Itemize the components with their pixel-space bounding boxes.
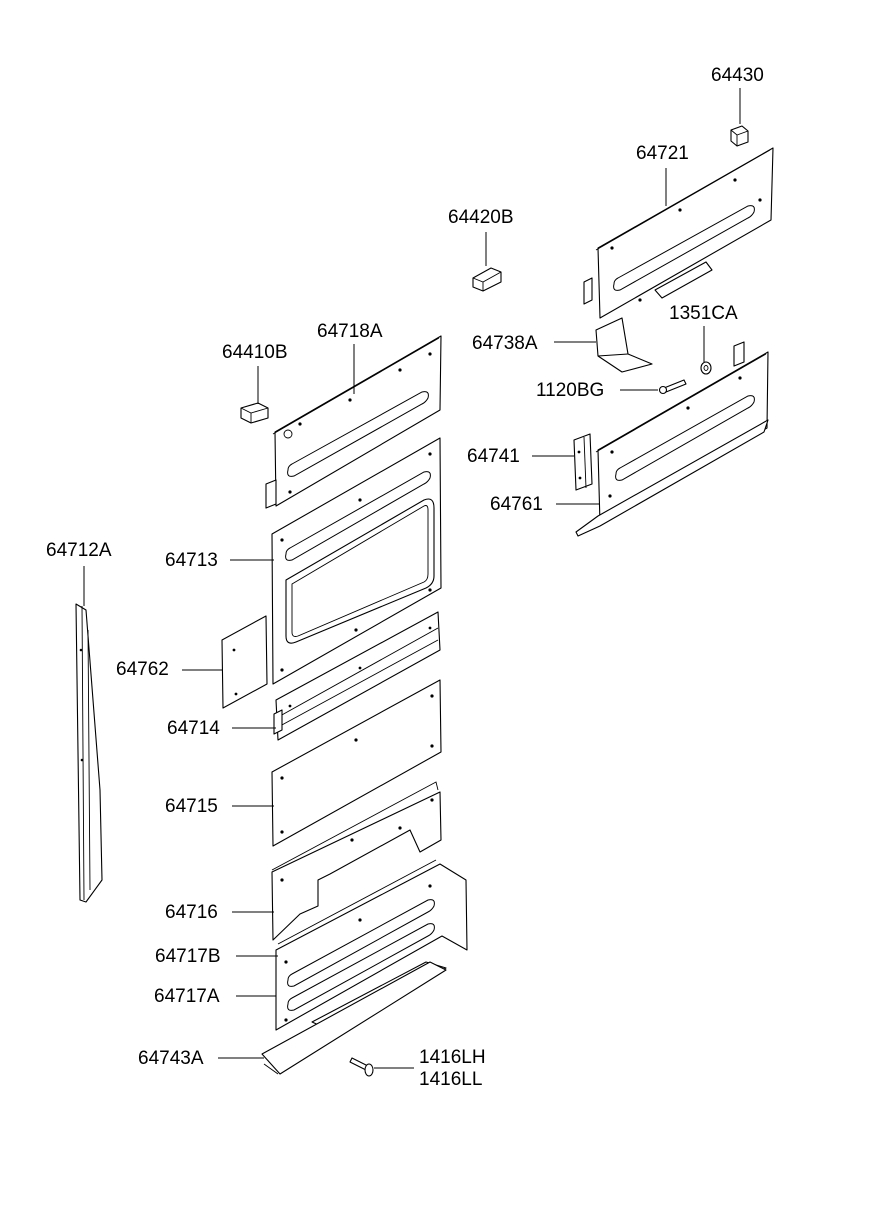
label-64410B: 64410B	[222, 342, 288, 363]
part-64738A-bracket	[595, 317, 653, 373]
label-1351CA: 1351CA	[669, 303, 738, 324]
label-64741: 64741	[467, 446, 520, 467]
part-64410B-clip	[240, 402, 269, 424]
label-1416LL: 1416LL	[419, 1069, 483, 1090]
part-1351CA-nut	[700, 361, 712, 375]
label-1416LH: 1416LH	[419, 1047, 486, 1068]
label-64715: 64715	[165, 796, 218, 817]
part-64718A-panel	[265, 335, 442, 509]
part-1416-bolt	[349, 1057, 374, 1077]
label-64716: 64716	[165, 902, 218, 923]
part-64761-panel	[575, 341, 769, 537]
part-64430-clip	[730, 125, 749, 147]
label-64738A: 64738A	[472, 333, 538, 354]
label-64430: 64430	[711, 65, 764, 86]
label-64713: 64713	[165, 550, 218, 571]
part-1120BG-screw	[658, 379, 687, 395]
label-64761: 64761	[490, 494, 543, 515]
label-64717A: 64717A	[154, 986, 220, 1007]
leader-lines	[83, 88, 741, 1069]
label-64714: 64714	[167, 718, 220, 739]
label-64721: 64721	[636, 143, 689, 164]
part-64715-panel	[271, 679, 442, 847]
part-64721-panel	[583, 147, 774, 319]
label-64743A: 64743A	[138, 1048, 204, 1069]
label-64762: 64762	[116, 659, 169, 680]
part-64741-bracket	[573, 433, 593, 491]
part-64713-window-panel	[271, 437, 442, 685]
label-64712A: 64712A	[46, 540, 112, 561]
part-64716-panel	[271, 781, 442, 941]
label-64420B: 64420B	[448, 207, 514, 228]
label-1120BG: 1120BG	[536, 380, 605, 401]
part-64762-plate	[221, 615, 268, 709]
label-64717B: 64717B	[155, 946, 221, 967]
part-64420B-clip	[472, 267, 502, 292]
label-64718A: 64718A	[317, 321, 383, 342]
part-64743A-channel	[261, 961, 447, 1075]
part-64712A-strip	[75, 603, 103, 903]
